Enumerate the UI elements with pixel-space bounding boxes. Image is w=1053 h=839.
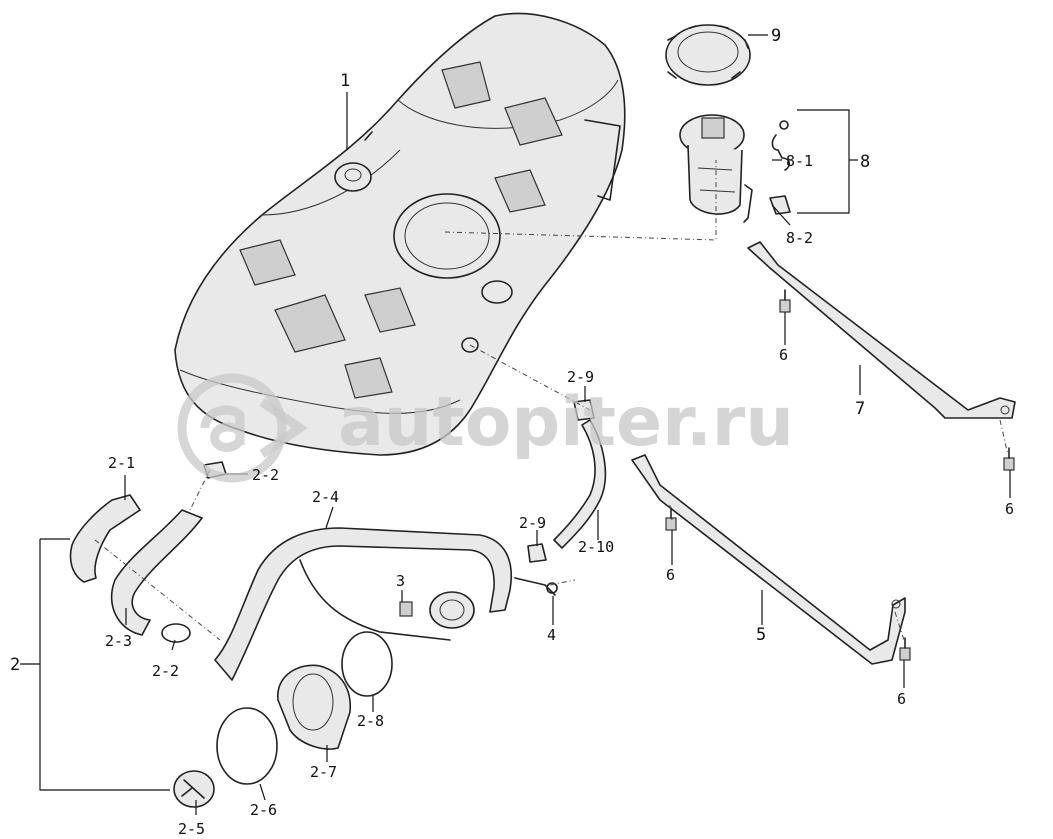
callout-9: 9 — [771, 26, 781, 46]
bolt-icon — [779, 289, 791, 313]
callout-4: 4 — [547, 626, 556, 644]
fuel-tank — [174, 12, 626, 456]
callout-6-b: 6 — [1005, 500, 1014, 518]
callout-2-7: 2-7 — [310, 763, 337, 781]
fuel-pump-module — [679, 114, 753, 223]
watermark-text: autopiter.ru — [338, 383, 794, 462]
leader-lines — [20, 34, 1011, 815]
fuel-level-sender — [769, 120, 791, 215]
callout-6-c: 6 — [666, 566, 675, 584]
callout-2: 2 — [10, 655, 20, 675]
filler-assembly — [69, 399, 607, 808]
callout-3: 3 — [396, 572, 405, 590]
callout-2-2-lower: 2-2 — [152, 662, 179, 680]
callout-5: 5 — [756, 625, 766, 645]
callout-labels: 1 2 2-1 2-2 2-2 2-3 2-4 2-5 2-6 2-7 2-8 … — [10, 26, 1014, 838]
callout-2-10: 2-10 — [578, 538, 614, 556]
callout-2-4: 2-4 — [312, 488, 339, 506]
callout-2-8: 2-8 — [357, 712, 384, 730]
callout-1: 1 — [340, 71, 350, 91]
watermark-logo — [177, 373, 308, 483]
assembly-lines — [94, 160, 1009, 641]
callout-2-2-upper: 2-2 — [252, 466, 279, 484]
tank-strap-rear — [747, 241, 1016, 419]
bolt-icon — [1003, 447, 1015, 471]
callout-2-3: 2-3 — [105, 632, 132, 650]
callout-8-1: 8-1 — [786, 152, 813, 170]
callout-8-2: 8-2 — [786, 229, 813, 247]
callout-2-1: 2-1 — [108, 454, 135, 472]
callout-8: 8 — [860, 152, 870, 172]
callout-7: 7 — [855, 399, 865, 419]
callout-2-6: 2-6 — [250, 801, 277, 819]
callout-6-a: 6 — [779, 346, 788, 364]
tank-strap-front — [631, 454, 906, 665]
strap-bolts — [665, 289, 1015, 661]
callout-2-5: 2-5 — [178, 820, 205, 838]
callout-2-9-upper: 2-9 — [567, 368, 594, 386]
bolt-icon — [899, 637, 911, 661]
pump-lock-ring — [665, 24, 751, 86]
callout-2-9-lower: 2-9 — [519, 514, 546, 532]
callout-6-d: 6 — [897, 690, 906, 708]
